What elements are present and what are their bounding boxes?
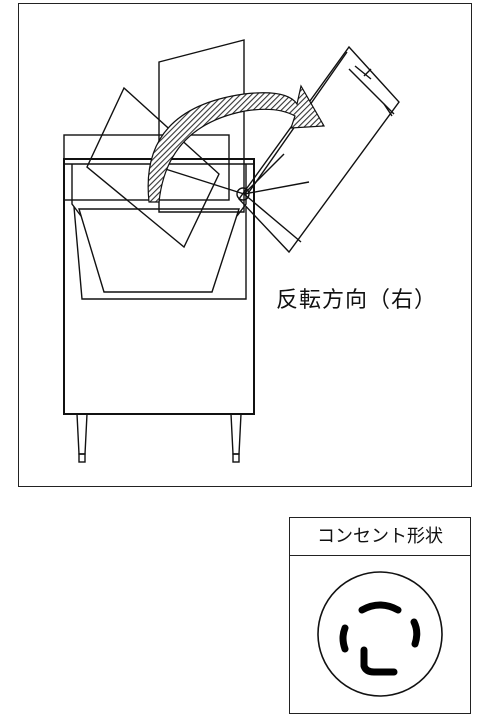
tipped-hopper-outline-2 [86,86,220,249]
hopper-tray [73,206,247,300]
pivot-arm-1 [243,153,285,195]
right-foot [232,453,240,463]
rotation-direction-label: 反転方向（右） [276,288,438,313]
right-leg [230,413,242,455]
outlet-left-slot [339,624,349,653]
outlet-shape-box: コンセント形状 [289,517,471,714]
left-leg [76,413,88,455]
outlet-top-slot [358,601,402,614]
rotation-arrow [147,84,326,203]
hopper-lid-mark [363,68,372,77]
outlet-face-drawing [317,571,443,697]
hopper-lid-edge [348,68,395,115]
pivot-hinge [236,187,250,201]
left-foot [78,453,86,463]
outlet-ground-slot [360,646,398,676]
hopper-bucket [78,208,240,293]
body-right-rim [236,164,247,217]
tipped-hopper-outline-3 [238,45,400,254]
outlet-shape-title: コンセント形状 [290,518,470,556]
machine-diagram-panel: 反転方向（右） [18,3,472,487]
outlet-right-slot [410,618,421,648]
pivot-arm-4 [158,166,245,195]
outlet-face-circle [317,571,443,697]
upright-frame [63,134,230,201]
hopper-lid-tip [383,103,393,117]
hopper-lid-hinge [354,65,372,80]
body-left-rim [71,164,82,217]
machine-rotation-drawing [63,39,400,463]
